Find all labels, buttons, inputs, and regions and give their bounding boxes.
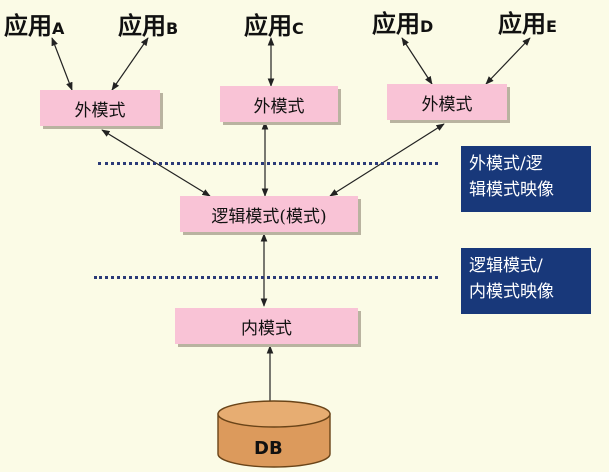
app-d-label: 应用D [372,10,434,38]
external-schema-box-3: 外模式 [387,84,507,120]
app-a-label: 应用A [4,12,65,40]
external-schema-box-1: 外模式 [40,90,160,126]
arrow-appE-ext3 [485,37,531,85]
internal-schema-box: 内模式 [175,308,358,344]
mapping-line: 辑模式映像 [469,180,554,200]
arrow-appD-ext3 [401,37,433,85]
app-e-label: 应用E [498,10,557,38]
arrow-ext3-logical [329,123,445,197]
dotted-divider-upper [98,162,438,165]
external-logical-mapping-label: 外模式/逻 辑模式映像 [461,146,591,212]
logical-internal-mapping-label: 逻辑模式/ 内模式映像 [461,248,591,314]
arrow-appB-ext1 [111,37,149,91]
app-c-label: 应用C [244,12,304,40]
mapping-line: 外模式/逻 [469,154,543,174]
logical-schema-box: 逻辑模式(模式) [180,196,358,232]
external-schema-box-2: 外模式 [220,86,338,122]
arrow-appA-ext1 [51,37,73,91]
database-cylinder-icon [217,400,331,468]
database-label: DB [254,438,283,459]
app-b-label: 应用B [118,12,179,40]
dotted-divider-lower [94,276,438,279]
mapping-line: 内模式映像 [469,282,554,302]
mapping-line: 逻辑模式/ [469,256,543,276]
